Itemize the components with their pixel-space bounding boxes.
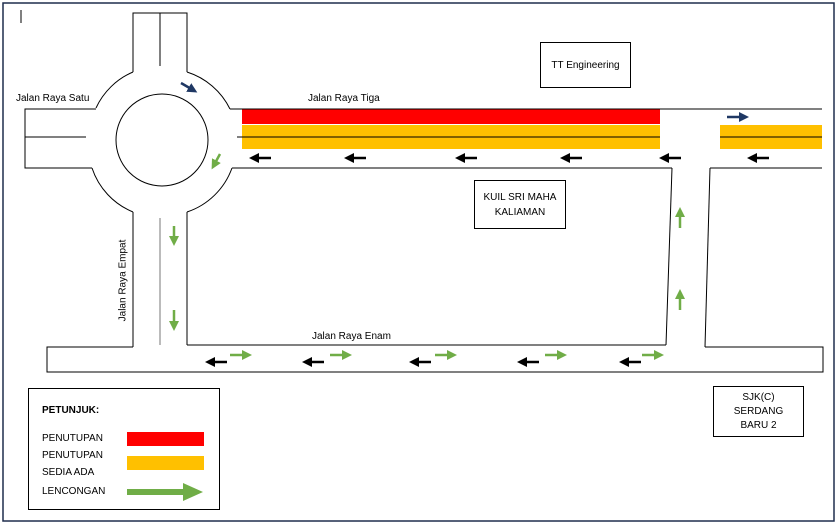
legend-swatch-existing xyxy=(127,456,204,470)
road-label-enam: Jalan Raya Enam xyxy=(312,331,391,342)
landmark-tt-engineering: TT Engineering xyxy=(540,42,631,88)
legend-label: PENUTUPAN xyxy=(42,433,103,444)
landmark-label: TT Engineering xyxy=(551,59,620,71)
road-label-empat: Jalan Raya Empat xyxy=(117,239,129,322)
landmark-label: BARU 2 xyxy=(740,419,777,431)
traffic-arrows xyxy=(169,81,769,367)
legend-label: PENUTUPAN xyxy=(42,450,103,461)
road-label-satu: Jalan Raya Satu xyxy=(16,93,90,104)
legend: PETUNJUK: PENUTUPAN PENUTUPAN SEDIA ADA … xyxy=(28,388,220,510)
legend-label: LENCONGAN xyxy=(42,486,106,497)
landmark-label: KUIL SRI MAHA xyxy=(483,191,557,203)
road-lines xyxy=(24,12,824,373)
legend-label: SEDIA ADA xyxy=(42,467,95,478)
legend-title: PETUNJUK: xyxy=(42,405,100,416)
landmark-label: SERDANG xyxy=(733,405,784,417)
legend-detour-arrow-icon xyxy=(127,483,203,501)
road-label-tiga: Jalan Raya Tiga xyxy=(308,93,380,104)
landmark-label: SJK(C) xyxy=(742,391,775,403)
detour-arrow-icon xyxy=(211,153,222,170)
closure-band xyxy=(242,109,660,124)
landmark-label: KALIAMAN xyxy=(494,206,546,218)
landmark-kuil: KUIL SRI MAHA KALIAMAN xyxy=(474,180,566,229)
landmark-sjk: SJK(C) SERDANG BARU 2 xyxy=(713,386,804,437)
flow-arrow-icon xyxy=(180,81,198,93)
legend-swatch-closure xyxy=(127,432,204,446)
